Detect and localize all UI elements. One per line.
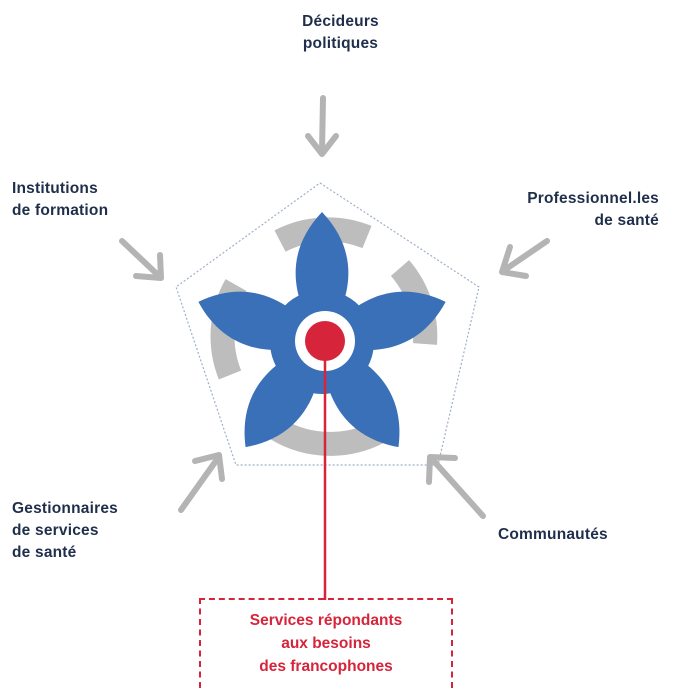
arrows xyxy=(119,95,550,519)
stakeholder-health-service-managers-line-1: Gestionnaires xyxy=(12,500,118,517)
center-red-dot xyxy=(305,321,345,361)
stakeholder-training-institutions-line-2: de formation xyxy=(12,202,109,219)
stakeholder-health-service-managers: Gestionnaires de services de santé xyxy=(12,498,118,564)
stakeholder-health-service-managers-line-3: de santé xyxy=(12,544,77,561)
arrow-from-top-right xyxy=(499,238,550,279)
stakeholder-policy-makers: Décideurs politiques xyxy=(0,11,681,55)
arrow-from-bottom-left xyxy=(178,452,225,513)
stakeholder-health-professionals: Professionnel.les de santé xyxy=(527,188,659,232)
pentagon-outline xyxy=(175,182,480,466)
stakeholder-policy-makers-line-2: politiques xyxy=(302,35,379,52)
stakeholder-policy-makers-line-1: Décideurs xyxy=(302,13,379,30)
stakeholder-communities-line-1: Communautés xyxy=(498,526,608,543)
stakeholder-health-service-managers-line-2: de services xyxy=(12,522,99,539)
stakeholder-training-institutions-line-1: Institutions xyxy=(12,180,98,197)
outcome-line-1: Services répondants xyxy=(249,612,403,629)
outcome-box: Services répondants aux besoins des fran… xyxy=(199,598,453,688)
outcome-line-2: aux besoins xyxy=(281,635,371,652)
stakeholder-communities: Communautés xyxy=(498,524,608,546)
arrow-from-top-left xyxy=(119,238,164,281)
stakeholder-health-professionals-line-1: Professionnel.les xyxy=(527,190,659,207)
outcome-line-3: des francophones xyxy=(259,658,393,675)
stakeholder-training-institutions: Institutions de formation xyxy=(12,178,108,222)
arrow-from-top xyxy=(305,95,339,157)
arrow-from-bottom-right xyxy=(426,454,486,519)
stakeholder-health-professionals-line-2: de santé xyxy=(594,212,659,229)
